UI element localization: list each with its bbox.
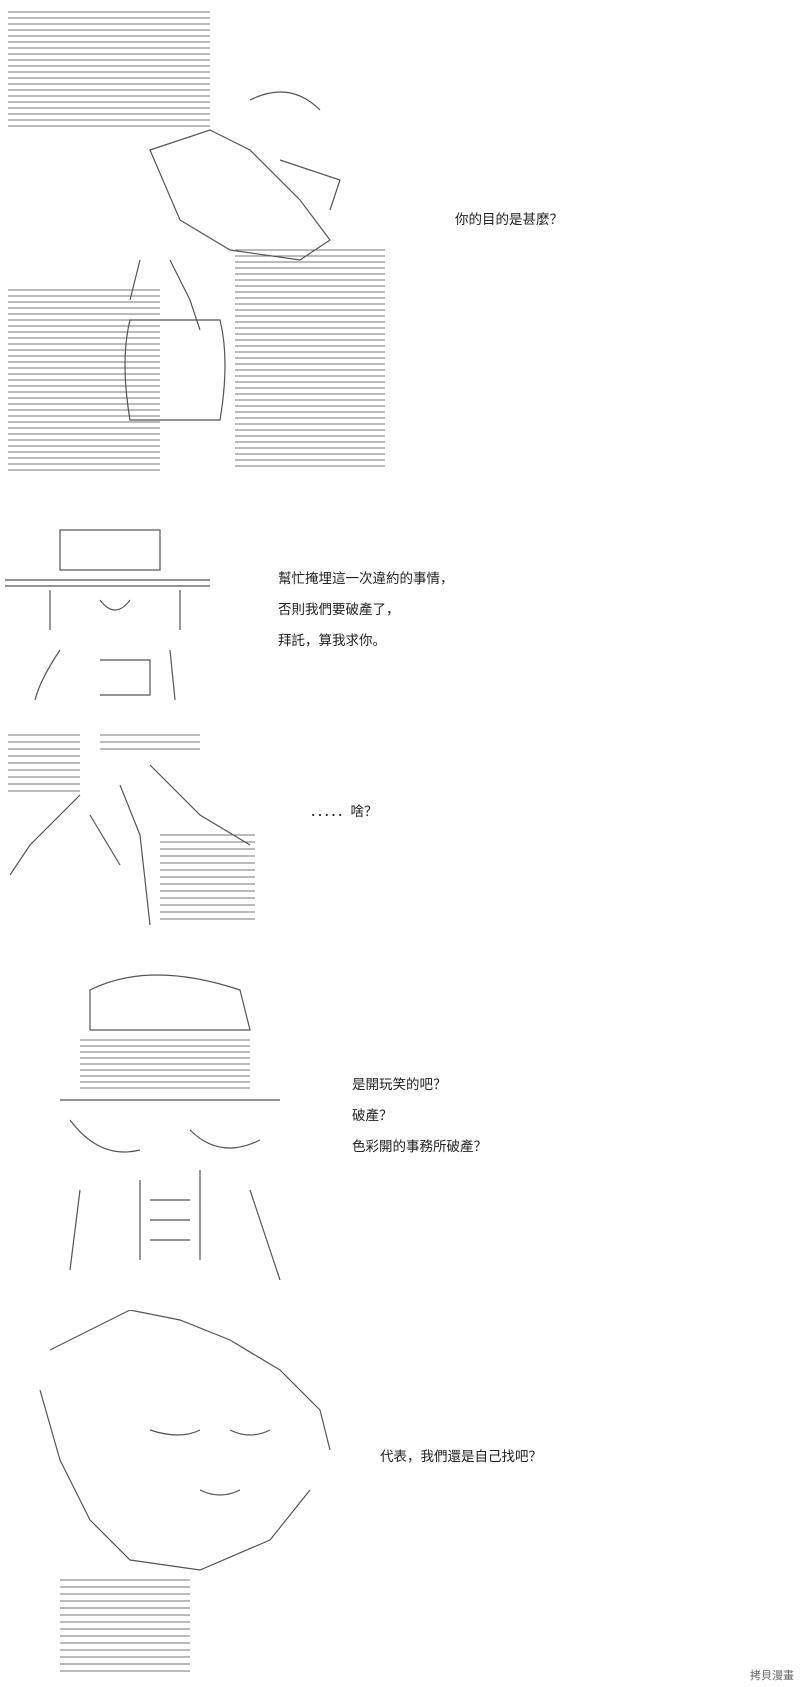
watermark-logo: 拷貝漫畫 — [750, 1669, 794, 1682]
dialogue-line: 代表，我們還是自己找吧？ — [380, 1449, 542, 1465]
ascii-art-figure-1 — [0, 0, 400, 500]
dialogue-1: 你的目的是甚麼？ — [455, 205, 563, 236]
panel-5: 代表，我們還是自己找吧？ — [0, 1310, 800, 1687]
dialogue-line: 否則我們要破產了， — [278, 602, 400, 618]
dialogue-line: 你的目的是甚麼？ — [455, 212, 563, 228]
dialogue-4: 是開玩笑的吧？ 破產？ 色彩開的事務所破產？ — [352, 1070, 487, 1163]
dialogue-3: ．．．．．啥？ — [310, 797, 378, 828]
ascii-art-figure-5 — [0, 1310, 340, 1687]
dialogue-line: 破產？ — [352, 1108, 393, 1124]
dialogue-5: 代表，我們還是自己找吧？ — [380, 1442, 542, 1473]
panel-2: 幫忙掩埋這一次違約的事情， 否則我們要破產了， 拜託，算我求你。 — [0, 520, 800, 720]
ascii-art-figure-3 — [0, 725, 270, 935]
panel-1: 你的目的是甚麼？ — [0, 0, 800, 500]
panel-3: ．．．．．啥？ — [0, 725, 800, 935]
dialogue-line: 色彩開的事務所破產？ — [352, 1139, 487, 1155]
dialogue-line: 拜託，算我求你。 — [278, 633, 386, 649]
dialogue-2: 幫忙掩埋這一次違約的事情， 否則我們要破產了， 拜託，算我求你。 — [278, 564, 454, 657]
dialogue-line: ．．．．．啥？ — [310, 804, 378, 820]
dialogue-line: 是開玩笑的吧？ — [352, 1077, 447, 1093]
dialogue-line: 幫忙掩埋這一次違約的事情， — [278, 571, 454, 587]
panel-4: 是開玩笑的吧？ 破產？ 色彩開的事務所破產？ — [0, 960, 800, 1300]
ascii-art-figure-2 — [0, 520, 230, 720]
ascii-art-figure-4 — [0, 960, 300, 1300]
